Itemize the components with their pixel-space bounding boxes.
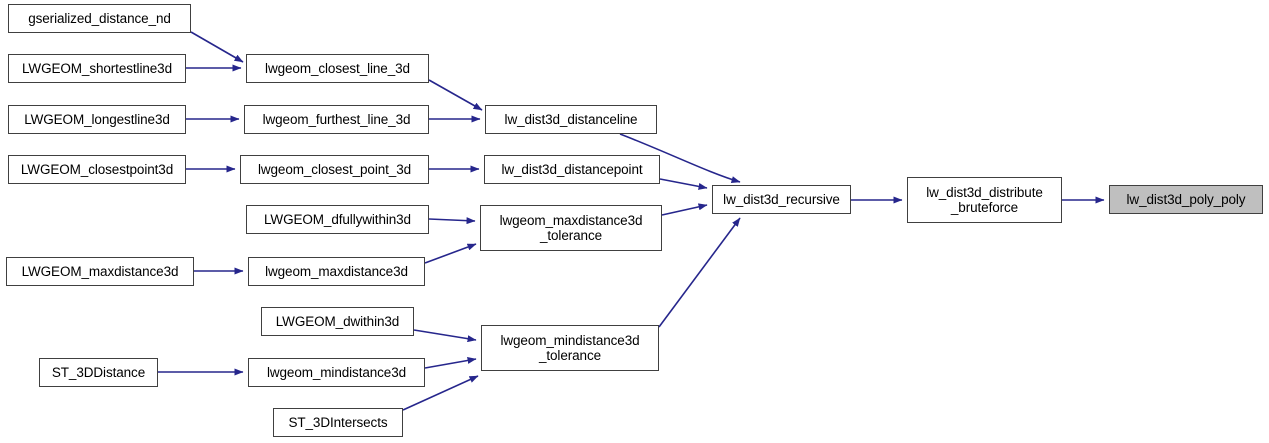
graph-edge-LWGEOM_dfullywithin3d--lwgeom_maxdistance3d_tolerance (428, 217, 476, 225)
graph-edge-LWGEOM_dwithin3d--lwgeom_mindistance3d_tolerance (413, 329, 477, 343)
graph-node-lw_dist3d_distanceline[interactable]: lw_dist3d_distanceline (485, 105, 657, 134)
graph-node-lw_dist3d_recursive[interactable]: lw_dist3d_recursive (712, 185, 851, 214)
graph-node-lwgeom_furthest_line_3d[interactable]: lwgeom_furthest_line_3d (244, 105, 429, 134)
graph-node-LWGEOM_dfullywithin3d[interactable]: LWGEOM_dfullywithin3d (246, 205, 429, 234)
graph-edge-lw_dist3d_distancepoint--lw_dist3d_recursive (659, 178, 708, 190)
graph-edge-lwgeom_mindistance3d_tolerance--lw_dist3d_recursive (658, 217, 741, 328)
graph-node-lw_dist3d_poly_poly[interactable]: lw_dist3d_poly_poly (1109, 185, 1263, 214)
graph-node-LWGEOM_maxdistance3d[interactable]: LWGEOM_maxdistance3d (6, 257, 194, 286)
graph-edge-lwgeom_closest_line_3d--lw_dist3d_distanceline (428, 79, 483, 111)
graph-edge-gserialized_distance_nd--lwgeom_closest_line_3d (190, 31, 244, 63)
graph-edge-lwgeom_maxdistance3d_tolerance--lw_dist3d_recursive (661, 203, 708, 216)
graph-node-gserialized_distance_nd[interactable]: gserialized_distance_nd (8, 4, 191, 33)
graph-node-lw_dist3d_distancepoint[interactable]: lw_dist3d_distancepoint (484, 155, 660, 184)
graph-node-lw_dist3d_distribute_bruteforce[interactable]: lw_dist3d_distribute _bruteforce (907, 177, 1062, 223)
graph-node-lwgeom_mindistance3d_tolerance[interactable]: lwgeom_mindistance3d _tolerance (481, 325, 659, 371)
graph-node-LWGEOM_closestpoint3d[interactable]: LWGEOM_closestpoint3d (8, 155, 186, 184)
graph-node-lwgeom_mindistance3d[interactable]: lwgeom_mindistance3d (248, 358, 425, 387)
graph-node-lwgeom_maxdistance3d[interactable]: lwgeom_maxdistance3d (248, 257, 425, 286)
graph-node-LWGEOM_dwithin3d[interactable]: LWGEOM_dwithin3d (261, 307, 414, 336)
graph-node-ST_3DDistance[interactable]: ST_3DDistance (39, 358, 158, 387)
graph-node-lwgeom_closest_point_3d[interactable]: lwgeom_closest_point_3d (240, 155, 429, 184)
graph-node-LWGEOM_shortestline3d[interactable]: LWGEOM_shortestline3d (8, 54, 186, 83)
graph-node-lwgeom_maxdistance3d_tolerance[interactable]: lwgeom_maxdistance3d _tolerance (480, 205, 662, 251)
graph-node-LWGEOM_longestline3d[interactable]: LWGEOM_longestline3d (8, 105, 186, 134)
graph-node-lwgeom_closest_line_3d[interactable]: lwgeom_closest_line_3d (246, 54, 429, 83)
graph-edge-lwgeom_mindistance3d--lwgeom_mindistance3d_tolerance (424, 357, 477, 369)
graph-edge-lwgeom_maxdistance3d--lwgeom_maxdistance3d_tolerance (424, 243, 477, 264)
graph-node-ST_3DIntersects[interactable]: ST_3DIntersects (273, 408, 403, 437)
